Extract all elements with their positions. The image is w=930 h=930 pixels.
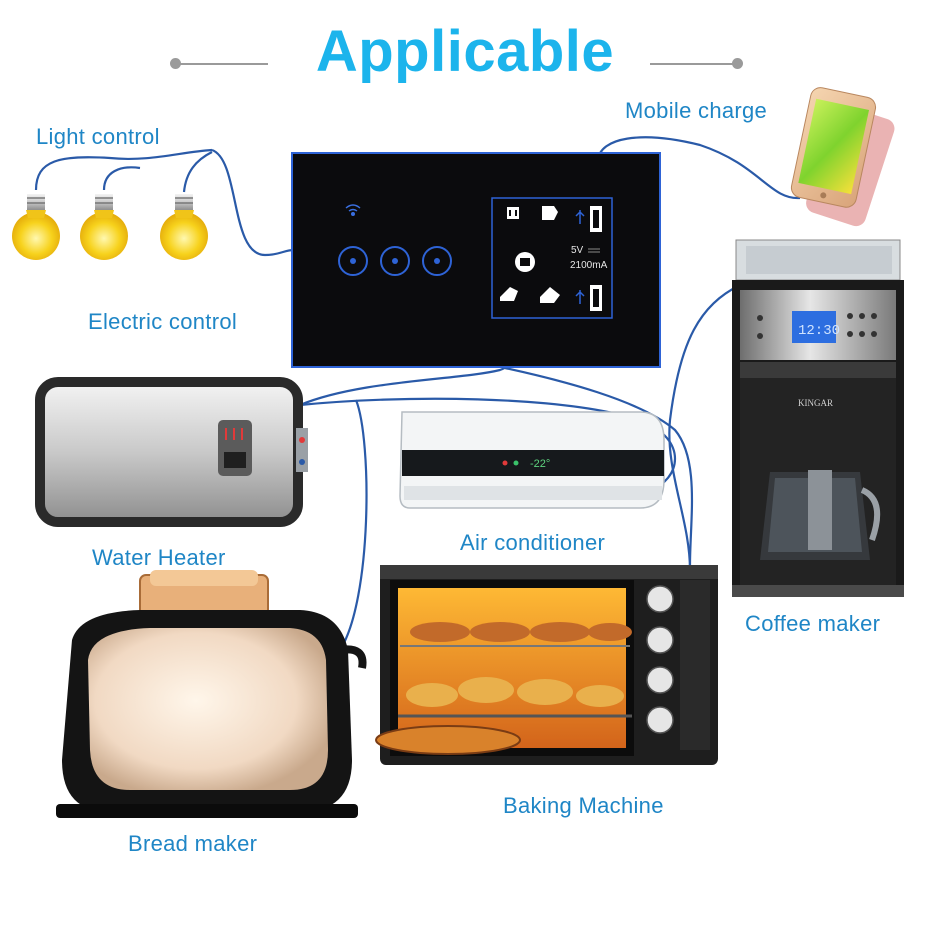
- bulb-1: [12, 194, 60, 260]
- usb-icon-2: [575, 290, 585, 304]
- touch-button-1: [338, 246, 368, 276]
- pizza-tray: [375, 725, 521, 755]
- wires: [34, 136, 801, 651]
- bread-maker: [56, 570, 367, 818]
- wire-bulb-chain: [34, 148, 213, 191]
- usb-voltage: 5V: [571, 245, 584, 256]
- label-baking-machine: Baking Machine: [503, 793, 664, 818]
- socket-outlets: [500, 205, 560, 303]
- title-rule-right: [650, 63, 736, 65]
- label-electric-control: Electric control: [88, 309, 238, 334]
- coffee-maker: 12:30 KINGAR: [732, 239, 904, 597]
- bulb-3: [160, 194, 208, 260]
- smart-switch-panel: 5V 2100mA: [291, 152, 661, 368]
- ac-temperature: -22°: [530, 458, 550, 470]
- oven-knobs: [646, 585, 674, 734]
- air-conditioner: -22°: [399, 411, 665, 509]
- touch-button-2: [380, 246, 410, 276]
- label-air-conditioner: Air conditioner: [460, 530, 606, 555]
- usb-current: 2100mA: [570, 260, 608, 271]
- usb-icon-1: [575, 210, 585, 224]
- title-rule-right-dot: [732, 58, 743, 69]
- wifi-icon: [345, 204, 361, 216]
- socket-frame: [491, 197, 613, 319]
- coffee-brand: KINGAR: [798, 398, 833, 408]
- label-coffee-maker: Coffee maker: [745, 611, 881, 636]
- usb-port-1: [590, 206, 602, 232]
- title-rule-left: [176, 63, 268, 65]
- wire-bulb-2: [102, 166, 141, 191]
- oven-rack-upper: [400, 622, 632, 647]
- bulb-2: [80, 194, 128, 260]
- label-mobile-charge: Mobile charge: [625, 98, 768, 123]
- title-rule-left-dot: [170, 58, 181, 69]
- label-light-control: Light control: [36, 124, 160, 149]
- page-title: Applicable: [315, 19, 615, 84]
- wire-to-panel: [211, 148, 295, 257]
- wire-bread: [339, 399, 368, 651]
- baking-machine: [375, 565, 718, 765]
- touch-button-3: [422, 246, 452, 276]
- wire-coffee: [668, 284, 741, 571]
- usb-port-2: [590, 285, 602, 311]
- wire-baking: [504, 366, 694, 566]
- label-water-heater: Water Heater: [92, 545, 226, 570]
- coffee-clock: 12:30: [798, 323, 840, 339]
- wire-bulb-3: [182, 151, 213, 193]
- mobile-phones: [790, 87, 895, 227]
- wire-mobile: [596, 136, 801, 210]
- label-bread-maker: Bread maker: [128, 831, 258, 856]
- water-heater: [35, 377, 308, 527]
- oven-rack-lower: [398, 677, 632, 718]
